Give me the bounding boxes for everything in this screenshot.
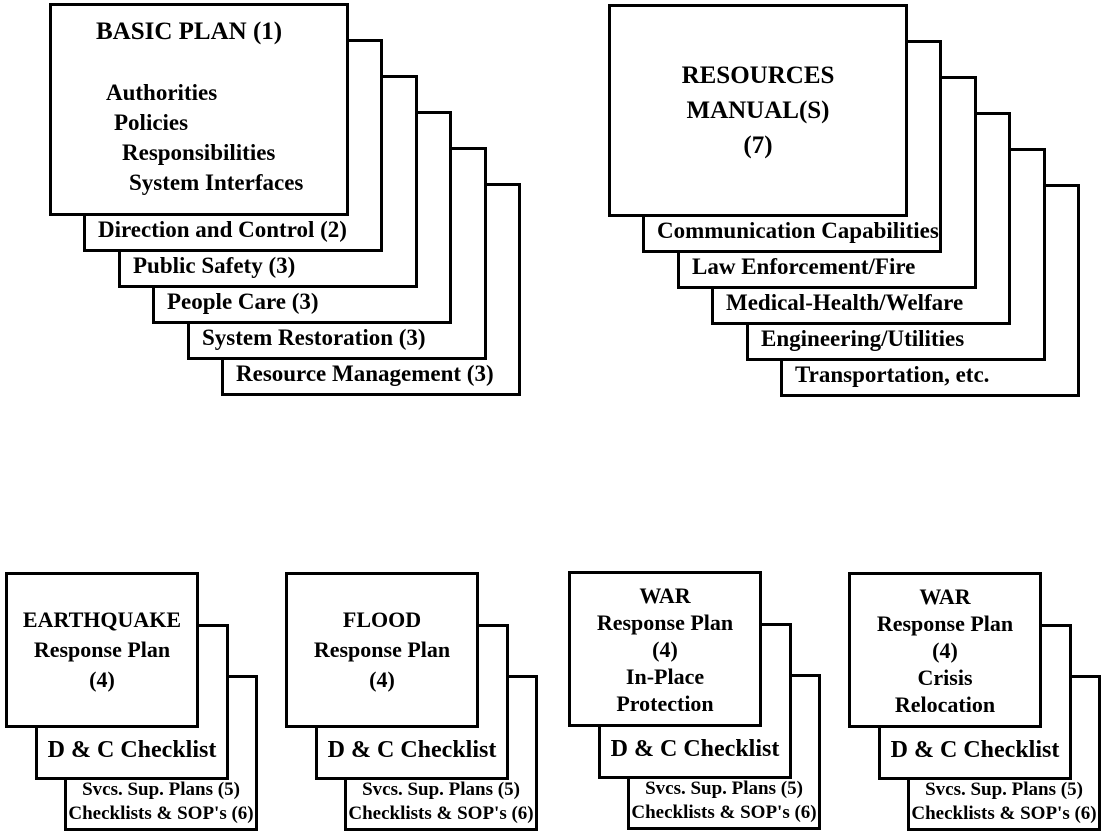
title-line: (4) bbox=[369, 667, 395, 692]
flood-title: FLOOD Response Plan (4) bbox=[288, 575, 476, 725]
dc-checklist-label: D & C Checklist bbox=[610, 736, 780, 762]
basic-plan-title: BASIC PLAN (1) bbox=[96, 18, 283, 45]
title-line: (7) bbox=[743, 132, 773, 159]
box-label: Engineering/Utilities bbox=[761, 326, 965, 351]
title-line: Protection bbox=[616, 690, 714, 716]
basic-plan-front-box: BASIC PLAN (1) Authorities Policies Resp… bbox=[49, 3, 349, 216]
support-line: Svcs. Sup. Plans (5) bbox=[645, 778, 803, 799]
support-line: Svcs. Sup. Plans (5) bbox=[362, 779, 520, 800]
title-line: MANUAL(S) bbox=[686, 97, 830, 124]
title-line: Response Plan bbox=[596, 609, 734, 635]
support-plans-label: Svcs. Sup. Plans (5) Checklists & SOP's … bbox=[347, 778, 535, 828]
title-line: In-Place bbox=[625, 663, 705, 689]
title-line: Relocation bbox=[894, 691, 996, 717]
war-inplace-front-box: WAR Response Plan (4) In-Place Protectio… bbox=[568, 571, 762, 727]
support-line: Svcs. Sup. Plans (5) bbox=[925, 779, 1083, 800]
support-plans-label: Svcs. Sup. Plans (5) Checklists & SOP's … bbox=[67, 778, 255, 828]
earthquake-title: EARTHQUAKE Response Plan (4) bbox=[8, 575, 196, 725]
title-line: Response Plan bbox=[33, 637, 171, 662]
box-label: Medical-Health/Welfare bbox=[726, 290, 964, 315]
support-plans-label: Svcs. Sup. Plans (5) Checklists & SOP's … bbox=[910, 778, 1098, 828]
box-label: Public Safety (3) bbox=[133, 253, 296, 278]
box-label: Transportation, etc. bbox=[795, 362, 990, 387]
basic-plan-item-list: Authorities Policies Responsibilities Sy… bbox=[52, 78, 346, 198]
title-line: Response Plan bbox=[313, 637, 451, 662]
box-label: Communication Capabilities bbox=[657, 218, 939, 243]
box-label: Resource Management (3) bbox=[236, 361, 494, 386]
title-line: WAR bbox=[919, 583, 971, 609]
title-line: (4) bbox=[932, 637, 958, 663]
support-line: Checklists & SOP's (6) bbox=[68, 803, 254, 824]
basic-plan-item: Responsibilities bbox=[122, 140, 276, 165]
support-line: Svcs. Sup. Plans (5) bbox=[82, 779, 240, 800]
title-line: WAR bbox=[639, 582, 691, 608]
title-line: Response Plan bbox=[876, 610, 1014, 636]
resources-manual-title: RESOURCES MANUAL(S) (7) bbox=[611, 7, 905, 214]
support-line: Checklists & SOP's (6) bbox=[631, 802, 817, 823]
support-line: Checklists & SOP's (6) bbox=[348, 803, 534, 824]
title-line: FLOOD bbox=[342, 607, 422, 632]
war-crisis-front-box: WAR Response Plan (4) Crisis Relocation bbox=[848, 572, 1042, 728]
basic-plan-item: Policies bbox=[114, 110, 189, 135]
flood-front-box: FLOOD Response Plan (4) bbox=[285, 572, 479, 728]
title-line: EARTHQUAKE bbox=[22, 607, 182, 632]
basic-plan-item: Authorities bbox=[106, 80, 218, 105]
dc-checklist-label: D & C Checklist bbox=[890, 737, 1060, 763]
box-label: People Care (3) bbox=[167, 289, 319, 314]
basic-plan-item: System Interfaces bbox=[129, 170, 304, 195]
dc-checklist-label: D & C Checklist bbox=[47, 737, 217, 763]
support-plans-label: Svcs. Sup. Plans (5) Checklists & SOP's … bbox=[630, 777, 818, 827]
box-label: Direction and Control (2) bbox=[98, 217, 347, 242]
resources-manual-front-box: RESOURCES MANUAL(S) (7) bbox=[608, 4, 908, 217]
dc-checklist-label: D & C Checklist bbox=[327, 737, 497, 763]
title-line: RESOURCES bbox=[681, 62, 835, 89]
title-line: Crisis bbox=[917, 664, 973, 690]
support-line: Checklists & SOP's (6) bbox=[911, 803, 1097, 824]
earthquake-front-box: EARTHQUAKE Response Plan (4) bbox=[5, 572, 199, 728]
box-label: System Restoration (3) bbox=[202, 325, 426, 350]
war-crisis-title: WAR Response Plan (4) Crisis Relocation bbox=[851, 575, 1039, 725]
box-label: Law Enforcement/Fire bbox=[692, 254, 916, 279]
title-line: (4) bbox=[89, 667, 115, 692]
war-inplace-title: WAR Response Plan (4) In-Place Protectio… bbox=[571, 574, 759, 724]
title-line: (4) bbox=[652, 636, 678, 662]
